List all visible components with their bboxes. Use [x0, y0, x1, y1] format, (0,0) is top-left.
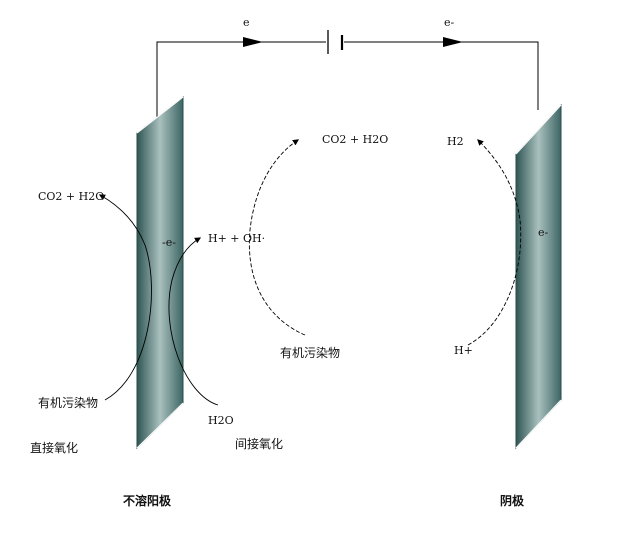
- indirect-oxidation-path: [168, 237, 219, 406]
- radical-label: H+ + OH·: [208, 232, 265, 245]
- cathode-label: 阴极: [500, 493, 525, 508]
- cathode-reduction-path: [467, 139, 522, 346]
- middle-product-label: CO2 + H2O: [322, 133, 388, 146]
- middle-oxidation-path: [248, 139, 306, 336]
- electron-label-left: e: [243, 16, 250, 29]
- cathode-electron-label: e-: [538, 226, 549, 239]
- direct-oxidation-label: 直接氧化: [30, 440, 78, 455]
- cathode-product-label: H2: [447, 135, 464, 148]
- direct-reactant-label: 有机污染物: [38, 395, 98, 410]
- cathode-reactant-label: H+: [454, 344, 473, 357]
- electron-label-right: e-: [444, 16, 455, 29]
- anode-label: 不溶阳极: [123, 493, 172, 508]
- wire-arrow-left: [243, 37, 263, 47]
- direct-product-label: CO2 + H2O: [38, 190, 104, 203]
- circuit-wire: [156, 41, 539, 125]
- anode-electron-label: -e-: [162, 236, 176, 249]
- middle-pollutant-label: 有机污染物: [280, 345, 340, 360]
- power-source-icon: [327, 30, 344, 54]
- water-label: H2O: [208, 414, 234, 427]
- wire-arrow-right: [443, 37, 463, 47]
- cathode-plate: [515, 103, 562, 450]
- direct-oxidation-path: [98, 194, 152, 401]
- indirect-oxidation-label: 间接氧化: [235, 436, 283, 451]
- anode-plate: [136, 95, 184, 450]
